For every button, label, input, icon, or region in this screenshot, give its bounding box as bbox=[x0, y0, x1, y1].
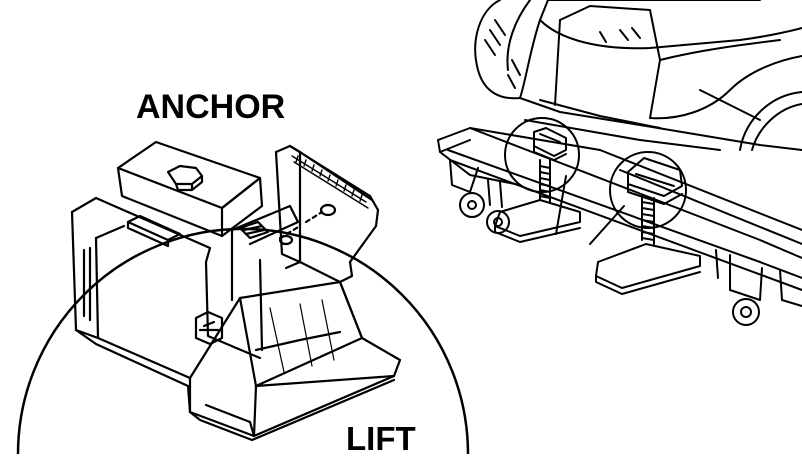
detail-magnifier-circle bbox=[16, 227, 470, 454]
stand-left bbox=[494, 117, 581, 243]
lift-label: LIFT bbox=[346, 420, 416, 457]
stand-right bbox=[589, 151, 701, 295]
car-body-shell bbox=[474, 0, 802, 151]
anchor-label: ANCHOR bbox=[136, 88, 286, 126]
stand-left-callout-circle bbox=[504, 117, 580, 193]
clamp-assembly-detail bbox=[70, 140, 402, 442]
frame-rack bbox=[437, 127, 802, 326]
